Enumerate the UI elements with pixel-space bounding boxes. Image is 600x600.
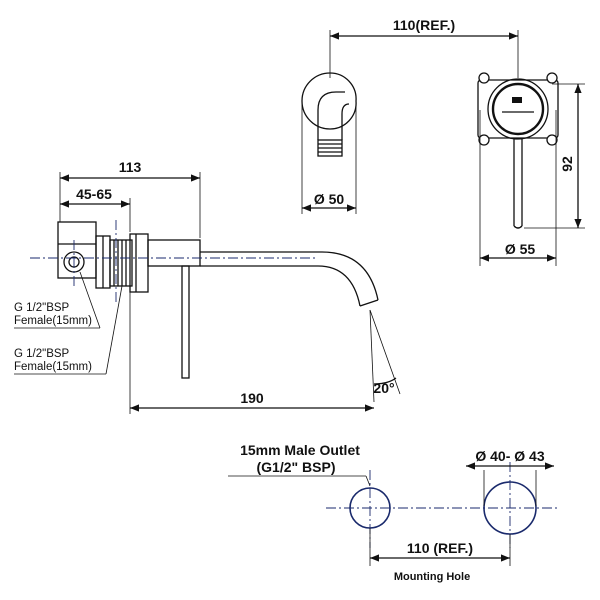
side-elevation: 113 45-65 20° — [14, 159, 401, 414]
mounting-hole-diagram: 15mm Male Outlet (G1/2" BSP) Ø 40- Ø 43 … — [228, 442, 560, 583]
inlet-note-1-line1: G 1/2"BSP — [14, 302, 70, 314]
dim-top-width: 110(REF.) — [393, 17, 455, 33]
side-view-body: 92 Ø 55 — [477, 72, 585, 266]
dim-spout-angle: 20° — [373, 380, 394, 396]
dim-body-height: 92 — [559, 156, 575, 172]
front-view-spout: 110(REF.) Ø 50 — [301, 17, 519, 214]
dim-hole-diameter: Ø 40- Ø 43 — [475, 448, 544, 464]
dim-wall-range: 45-65 — [76, 186, 112, 202]
dim-hole-spacing: 110 (REF.) — [407, 540, 473, 556]
mounting-title-line2: (G1/2" BSP) — [257, 459, 336, 475]
inlet-note-2-line1: G 1/2"BSP — [14, 348, 70, 360]
inlet-note-2-line2: Female(15mm) — [14, 361, 92, 373]
mounting-caption: Mounting Hole — [394, 571, 470, 583]
dim-spout-length: 190 — [240, 390, 264, 406]
inlet-note-1-line2: Female(15mm) — [14, 315, 92, 327]
dim-body-diameter: Ø 55 — [505, 241, 536, 257]
dim-overall-depth: 113 — [119, 159, 142, 175]
dim-outlet-diameter: Ø 50 — [314, 191, 345, 207]
mounting-title-line1: 15mm Male Outlet — [240, 442, 360, 458]
